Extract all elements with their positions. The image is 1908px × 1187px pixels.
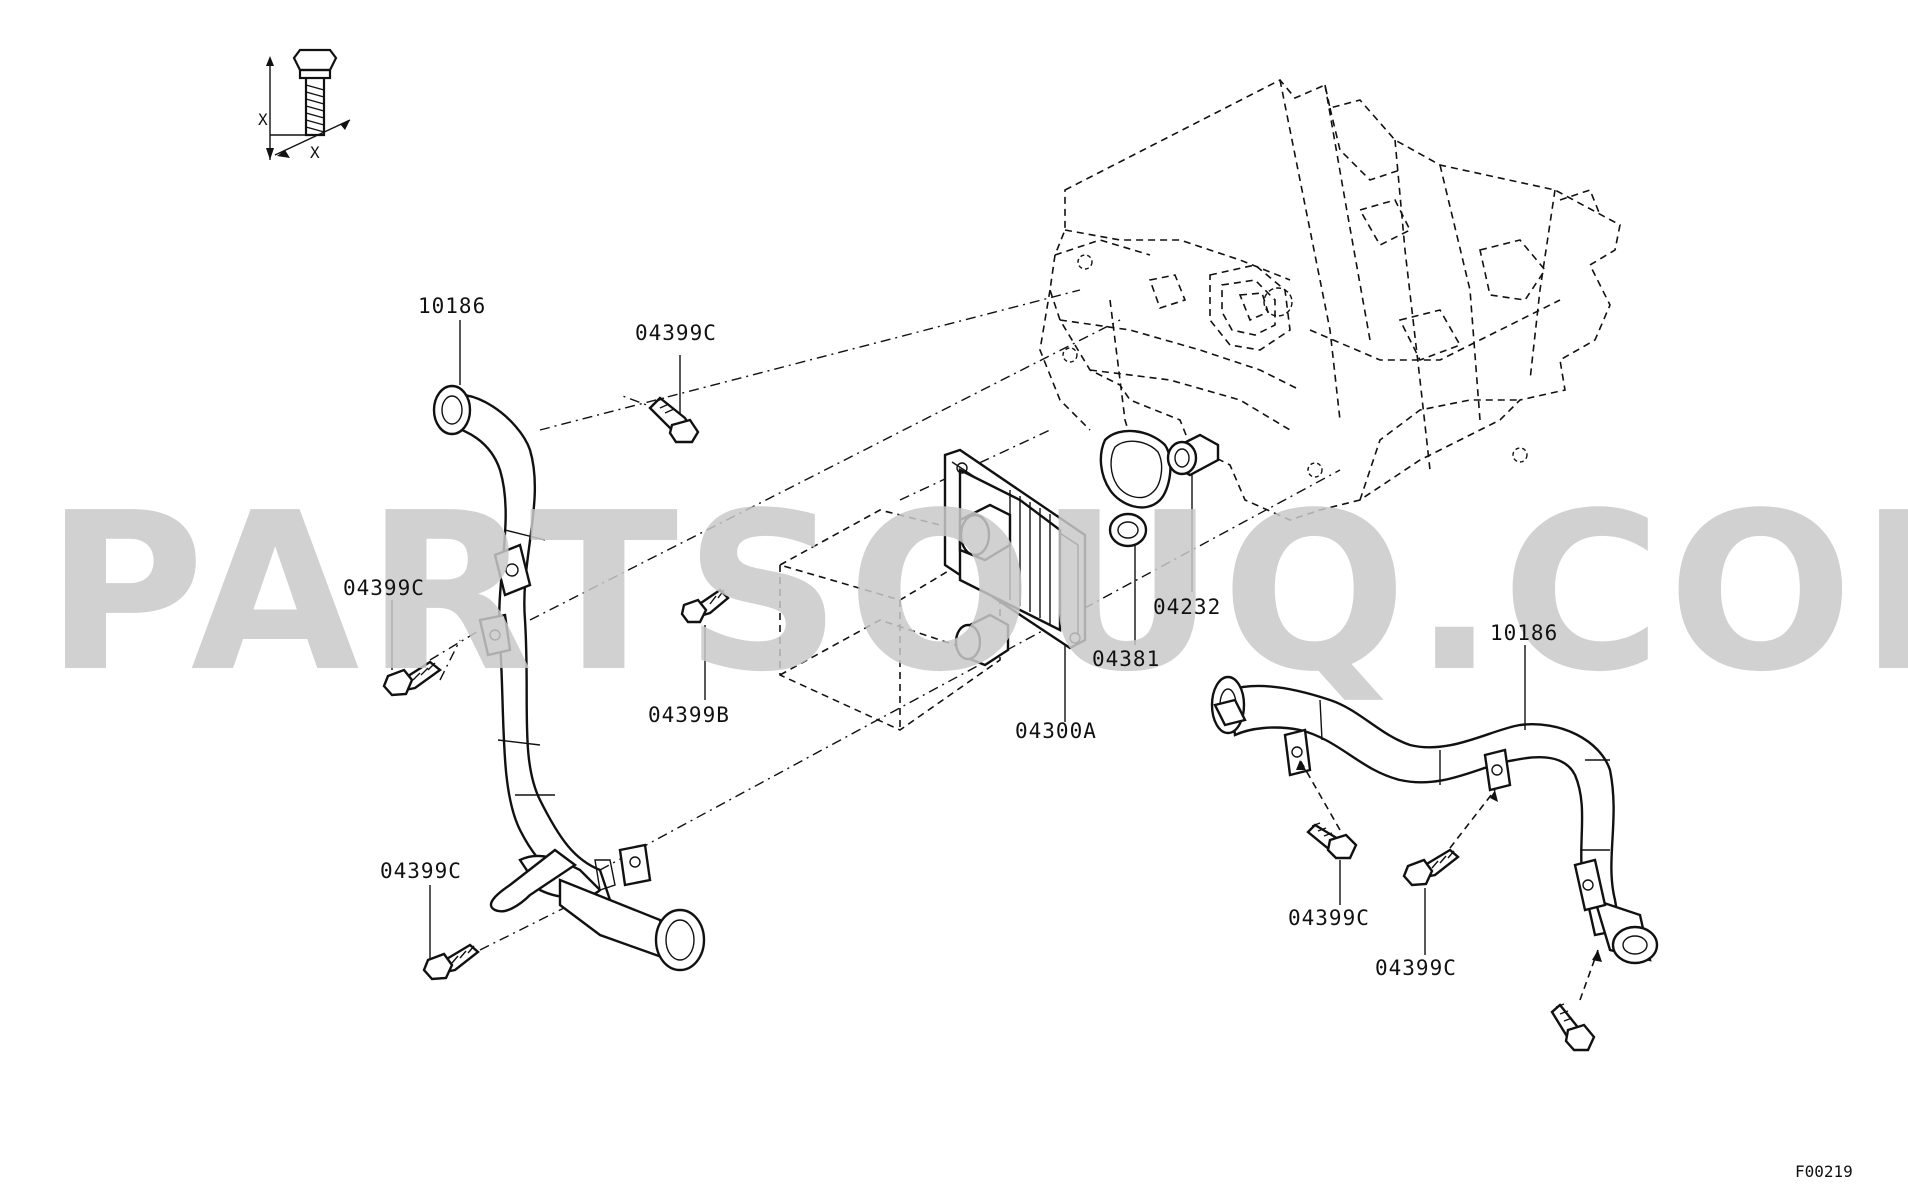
label-hose-right[interactable]: 10186 <box>1490 621 1558 645</box>
bolt-04399c-right-b <box>1402 789 1498 887</box>
engine-block-housing <box>1039 78 1621 521</box>
watermark: PARTSOUQ.COM <box>45 467 1908 720</box>
bolt-04399c-mid-left <box>382 660 442 697</box>
coolant-hose-right <box>1210 675 1659 965</box>
bolt-04399c-right-a <box>1296 759 1358 860</box>
coolant-hose-left <box>432 384 706 972</box>
label-bolt-lower-left[interactable]: 04399C <box>380 859 462 883</box>
label-bolt-cooler[interactable]: 04399B <box>648 703 730 727</box>
oil-cooler <box>943 448 1087 667</box>
part-labels: 10186 04399C 04399C 04399B 04300A 04381 … <box>343 294 1558 980</box>
bolt-04399c-top <box>648 396 700 444</box>
label-bolt-right-b[interactable]: 04399C <box>1375 956 1457 980</box>
label-oil-cooler[interactable]: 04300A <box>1015 719 1097 743</box>
bolt-04399b <box>680 588 730 624</box>
dimension-label-x-vertical: X <box>258 110 268 129</box>
label-hose-upper-left[interactable]: 10186 <box>418 294 486 318</box>
label-bolt-mid-left[interactable]: 04399C <box>343 576 425 600</box>
leader-lines <box>391 320 1526 960</box>
gasket <box>1099 429 1172 548</box>
bolt-dimension-symbol: X X <box>258 48 351 162</box>
label-bolt-right-a[interactable]: 04399C <box>1288 906 1370 930</box>
label-bolt-top-center[interactable]: 04399C <box>635 321 717 345</box>
dimension-label-x-horizontal: X <box>310 143 320 162</box>
bolt-right-bottom <box>1550 949 1602 1052</box>
bolt-04399c-lower-left <box>422 943 480 981</box>
label-gasket[interactable]: 04381 <box>1092 647 1160 671</box>
label-fitting[interactable]: 04232 <box>1153 595 1221 619</box>
fitting <box>1166 433 1220 477</box>
diagram-code: F00219 <box>1795 1162 1853 1181</box>
